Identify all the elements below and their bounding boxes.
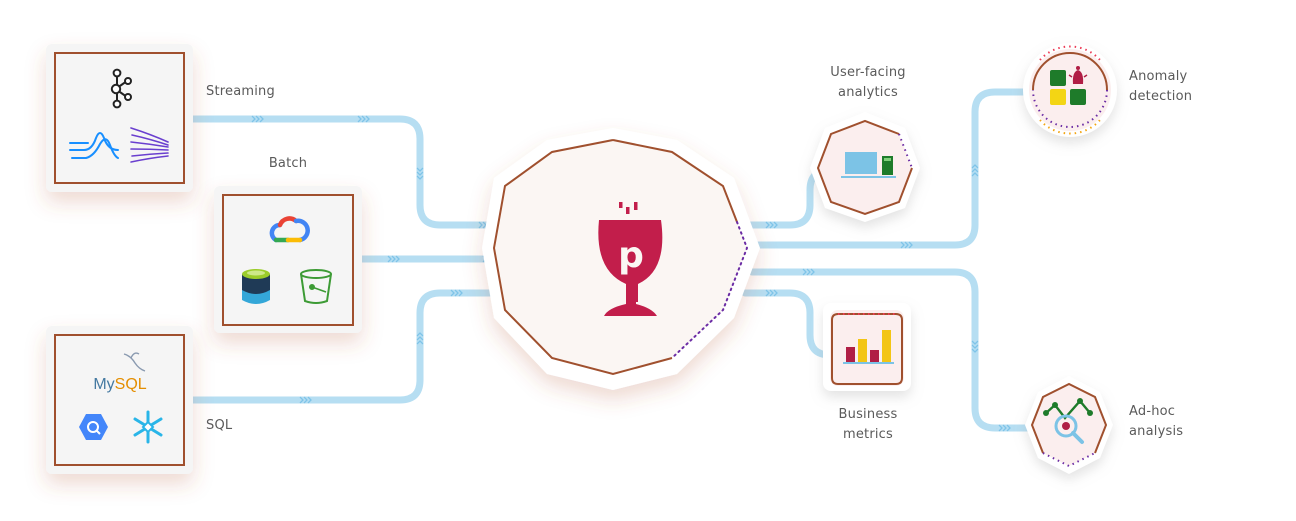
batch-source-card (214, 186, 362, 333)
pipe-sql (189, 289, 524, 404)
snowflake-icon (133, 410, 163, 444)
magnifier-chart-icon (1043, 398, 1093, 444)
google-cloud-icon (269, 216, 310, 243)
adhoc-analysis-label: Ad-hoc analysis (1129, 404, 1184, 439)
s3-bucket-icon (300, 269, 332, 304)
pipe-business (741, 289, 834, 359)
kafka-icon (110, 68, 132, 109)
sql-source-card (46, 326, 193, 474)
pinot-wine-glass-logo: p (598, 202, 663, 316)
azure-data-lake-icon (242, 269, 270, 304)
svg-text:p: p (618, 235, 644, 276)
batch-label: Batch (268, 156, 308, 171)
dashboard-icon (841, 152, 896, 178)
kinesis-icon (130, 127, 169, 163)
pipe-streaming (189, 115, 524, 229)
bigquery-icon (79, 414, 108, 440)
sql-label: SQL (206, 418, 233, 433)
anomaly-detection-label: Anomaly detection (1129, 69, 1193, 104)
streaming-label: Streaming (206, 84, 275, 99)
pipe-adhoc (748, 268, 1034, 432)
pulsar-icon (69, 132, 119, 159)
streaming-source-card (46, 44, 193, 192)
mysql-icon: MySQL (93, 352, 147, 393)
bar-chart-icon (843, 330, 894, 364)
anomaly-detection-node (1023, 43, 1117, 137)
business-metrics-label: Business metrics (838, 407, 898, 442)
svg-text:MySQL: MySQL (93, 376, 146, 393)
user-facing-analytics-label: User-facing analytics (830, 65, 906, 100)
alert-grid-icon (1050, 66, 1088, 105)
